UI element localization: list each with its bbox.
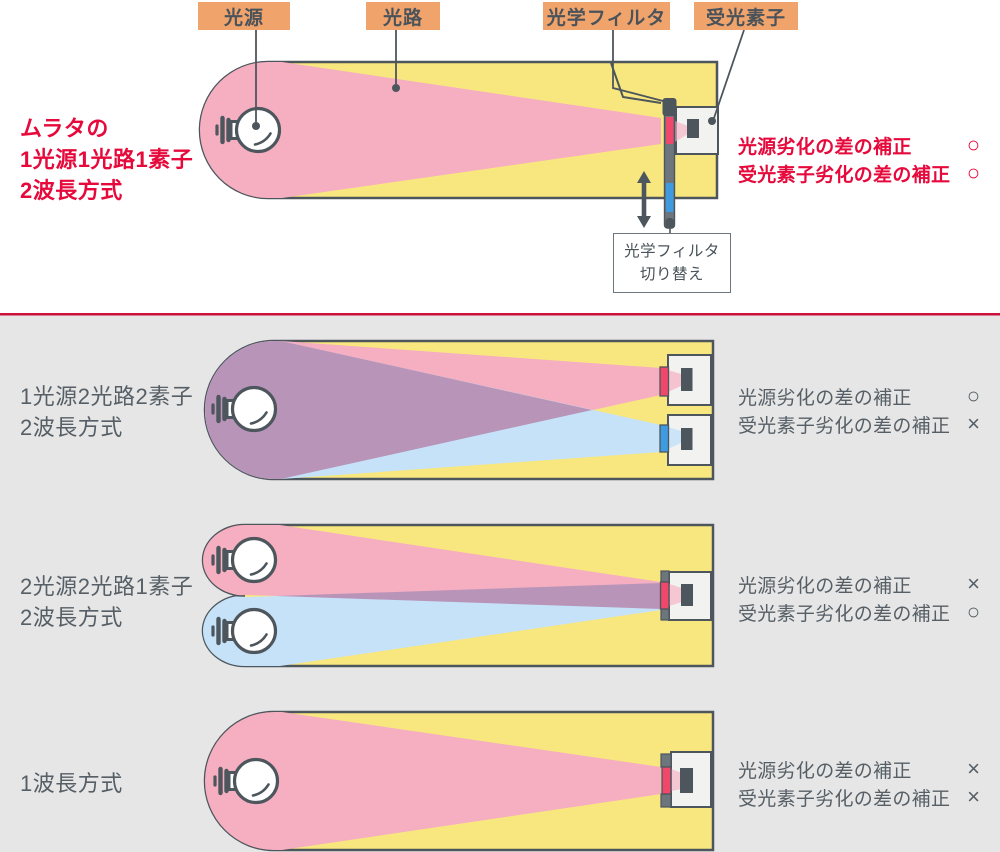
compensation-row: 受光素子劣化の差の補正 × [738,410,980,438]
compensation-row: 光源劣化の差の補正 ○ [738,131,980,159]
filter-switch-line1: 光学フィルタ [624,243,720,260]
method-4-name: 1波長方式 [20,768,123,799]
name-line: 2光源2光路1素子 [20,574,194,599]
pink-beam [205,712,661,850]
blue-filter [659,424,670,453]
name-line: ムラタの [20,116,109,141]
diagram-1-chamber [198,60,719,200]
name-line: 1波長方式 [20,771,123,796]
filter-slot-notch [610,62,662,104]
row-label: 光源劣化の差の補正 [738,760,912,782]
tag-light-path: 光路 [366,2,440,30]
diagram-2-detector-top [659,354,712,406]
compensation-row: 光源劣化の差の補正 × [738,570,980,598]
name-line: 1光源1光路1素子 [20,147,194,172]
method-4-compensation: 光源劣化の差の補正 × 受光素子劣化の差の補正 × [738,755,980,811]
diagram-4-chamber [203,710,715,852]
red-separator-line [0,313,1000,316]
row-mark: × [967,784,980,809]
diagram-1-filter-slider [662,98,677,229]
photodetector-element [687,119,699,138]
tag-label: 受光素子 [705,7,786,29]
compensation-row: 光源劣化の差の補正 ○ [738,382,980,410]
diagram-2-detector-bottom [659,414,712,466]
row-mark: × [967,411,980,436]
beam-overlap [276,583,661,609]
row-label: 受光素子劣化の差の補正 [738,164,951,186]
diagram-3-detector [659,570,712,621]
tag-label: 光路 [382,7,423,29]
compensation-row: 受光素子劣化の差の補正 ○ [738,159,980,187]
filter-switch-box: 光学フィルタ 切り替え [613,233,731,293]
name-line: 2波長方式 [20,178,123,203]
photodetector-element [681,368,693,391]
blue-filter-segment [666,183,674,212]
tag-photodetector: 受光素子 [694,2,798,30]
row-mark: × [967,756,980,781]
row-label: 受光素子劣化の差の補正 [738,603,951,625]
method-3-name: 2光源2光路1素子 2波長方式 [20,571,193,633]
red-filter [659,581,670,610]
filter-switch-line2: 切り替え [639,266,704,283]
row-label: 受光素子劣化の差の補正 [738,415,951,437]
method-2-compensation: 光源劣化の差の補正 ○ 受光素子劣化の差の補正 × [738,382,980,438]
compensation-row: 光源劣化の差の補正 × [738,755,980,783]
row-label: 光源劣化の差の補正 [738,136,912,158]
leader-lines [252,29,745,130]
photodetector-element [681,428,693,450]
method-1-name: ムラタの 1光源1光路1素子 2波長方式 [20,113,193,206]
compensation-row: 受光素子劣化の差の補正 ○ [738,598,980,626]
name-line: 1光源2光路2素子 [20,384,194,409]
diagram-1-detector [675,106,719,155]
row-label: 受光素子劣化の差の補正 [738,788,951,810]
row-label: 光源劣化の差の補正 [738,575,912,597]
name-line: 2波長方式 [20,605,123,630]
tag-label: 光源 [223,7,264,29]
row-mark: ○ [966,599,980,624]
method-3-compensation: 光源劣化の差の補正 × 受光素子劣化の差の補正 ○ [738,570,980,626]
red-filter [661,766,672,795]
pink-beam [200,62,661,198]
tag-light-source: 光源 [198,2,290,30]
tag-label: 光学フィルタ [546,7,667,29]
diagram-3-chamber [201,523,715,668]
diagram-4-detector [660,751,712,808]
method-2-name: 1光源2光路2素子 2波長方式 [20,381,193,443]
method-1-compensation: 光源劣化の差の補正 ○ 受光素子劣化の差の補正 ○ [738,131,980,187]
photodetector-element [680,768,693,793]
filter-move-arrow [637,171,651,228]
tag-optical-filter: 光学フィルタ [543,2,670,30]
name-line: 2波長方式 [20,415,123,440]
row-mark: × [967,571,980,596]
beam-overlap [205,341,592,479]
red-filter-segment [666,117,674,144]
row-mark: ○ [966,383,980,408]
photodetector-element [681,584,693,606]
red-filter [659,366,670,397]
diagram-2-chamber [203,339,715,481]
row-mark: ○ [966,132,980,157]
row-mark: ○ [966,160,980,185]
compensation-row: 受光素子劣化の差の補正 × [738,783,980,811]
row-label: 光源劣化の差の補正 [738,387,912,409]
